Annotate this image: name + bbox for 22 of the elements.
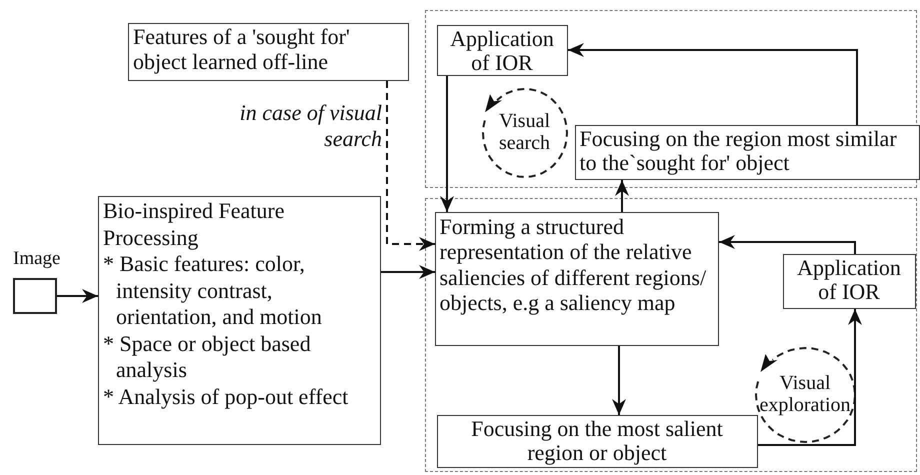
arrow (57, 289, 98, 303)
dashed-region (425, 10, 917, 188)
process-box: Focusing on the region most similar to the`sought for' object (574, 124, 920, 180)
process-box: Application of IOR (782, 254, 916, 308)
arrow (568, 43, 858, 125)
cycle-label: Visual search (498, 110, 552, 154)
cycle-label: Visual exploration (758, 372, 852, 416)
dashed-region (425, 198, 917, 472)
arrow (612, 346, 626, 415)
arrow (381, 265, 435, 279)
arrow (758, 309, 862, 446)
image-label: Image (13, 248, 62, 270)
arrow (440, 76, 454, 212)
arrow (615, 180, 629, 212)
process-box: Bio-inspired Feature Processing * Basic features: color, intensity contrast, orientation, and motion * Space or object based analysis * Analysis of pop-out effect (98, 196, 381, 445)
arrow (386, 81, 435, 251)
process-box: Features of a 'sought for' object learned off-line (128, 23, 409, 81)
cycle-circle (480, 86, 570, 180)
arrow (719, 235, 856, 254)
process-box: Application of IOR (436, 24, 568, 76)
process-box: Focusing on the most salient region or object (436, 414, 758, 468)
process-box: Forming a structured representation of the relative saliencies of different regions/ objects, e.g a saliency map (434, 212, 718, 346)
